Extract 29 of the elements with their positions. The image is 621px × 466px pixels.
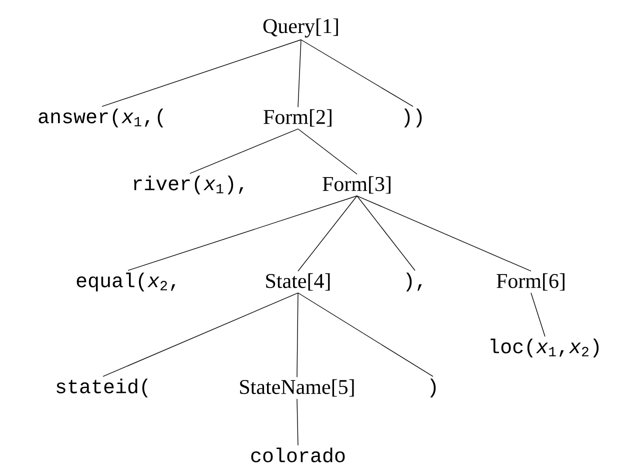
tree-branch bbox=[356, 196, 416, 271]
tree-branch bbox=[298, 39, 302, 108]
terminal-text: ), bbox=[406, 272, 422, 292]
tree-branch bbox=[296, 398, 298, 446]
tree-branch bbox=[356, 196, 532, 272]
nonterminal-label: Query[1] bbox=[263, 18, 338, 38]
terminal-text: stateid( bbox=[56, 378, 148, 398]
terminal-text: colorado bbox=[251, 448, 345, 462]
tree-branch bbox=[190, 128, 298, 174]
terminal-text: ) bbox=[430, 378, 436, 398]
nonterminal-label: Form[3] bbox=[322, 176, 390, 194]
tree-branch bbox=[530, 292, 546, 337]
tree-branch bbox=[296, 292, 298, 378]
terminal-text: equal(x$_{2}$, bbox=[76, 272, 176, 292]
terminal-text: answer(x$_{1}$,( bbox=[38, 108, 164, 128]
nonterminal-label: Form[6] bbox=[496, 273, 564, 291]
tree-branch bbox=[300, 39, 414, 107]
tree-branch bbox=[298, 292, 434, 377]
nonterminal-label: Form[2] bbox=[264, 109, 332, 127]
tree-branch bbox=[298, 128, 358, 174]
tree-branch bbox=[102, 292, 298, 377]
tree-branch bbox=[102, 39, 302, 107]
tree-branch bbox=[298, 196, 358, 272]
nonterminal-label: State[4] bbox=[266, 273, 330, 291]
nonterminal-label: StateName[5] bbox=[240, 379, 354, 397]
terminal-text: )) bbox=[404, 108, 422, 128]
terminal-text: river(x$_{1}$), bbox=[134, 176, 244, 194]
terminal-text: loc(x$_{1}$,x$_{2}$) bbox=[490, 338, 599, 358]
tree-branch bbox=[128, 196, 358, 271]
